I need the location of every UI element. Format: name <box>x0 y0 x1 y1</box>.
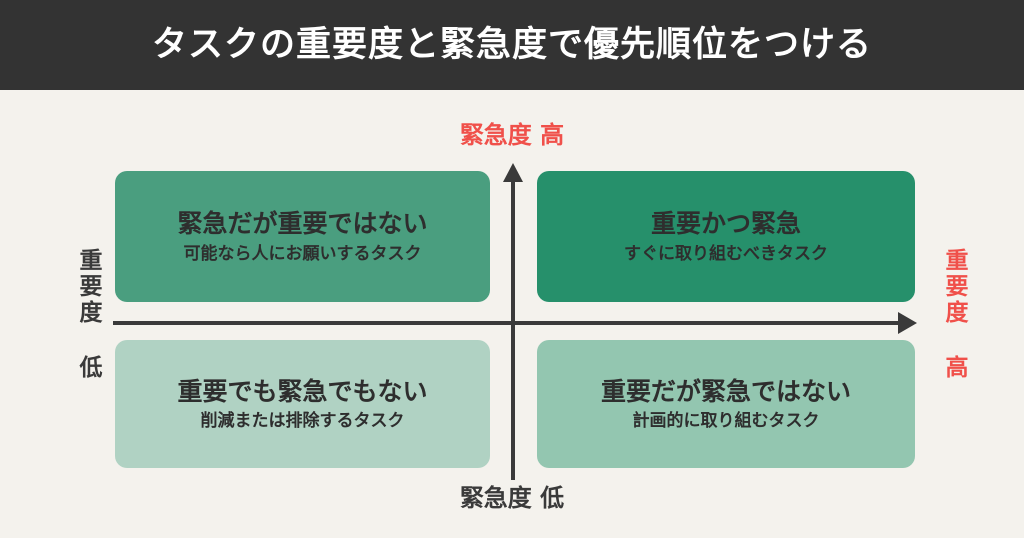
quadrant-subtitle: 削減または排除するタスク <box>200 411 405 432</box>
quadrant-title: 重要かつ緊急 <box>650 209 801 239</box>
horizontal-axis-line <box>113 321 903 325</box>
axis-label-urgency-low: 緊急度 低 <box>459 484 565 512</box>
quadrant-not-important-not-urgent: 重要でも緊急でもない 削減または排除するタスク <box>115 340 490 468</box>
axis-label-importance-high: 重要度 高 <box>941 248 967 381</box>
quadrant-title: 緊急だが重要ではない <box>177 209 428 239</box>
axis-label-urgency-high: 緊急度 高 <box>459 121 565 149</box>
arrow-up-icon <box>503 163 523 182</box>
quadrant-title: 重要でも緊急でもない <box>177 376 428 406</box>
page-header: タスクの重要度と緊急度で優先順位をつける <box>0 0 1024 90</box>
quadrant-urgent-not-important: 緊急だが重要ではない 可能なら人にお願いするタスク <box>115 171 490 302</box>
eisenhower-matrix: 緊急度 高 緊急度 低 重要度 低 重要度 高 緊急だが重要ではない 可能なら人… <box>0 90 1024 538</box>
quadrant-important-and-urgent: 重要かつ緊急 すぐに取り組むべきタスク <box>537 171 915 302</box>
quadrant-important-not-urgent: 重要だが緊急ではない 計画的に取り組むタスク <box>537 340 915 468</box>
quadrant-subtitle: 可能なら人にお願いするタスク <box>183 243 422 264</box>
quadrant-subtitle: 計画的に取り組むタスク <box>632 411 820 432</box>
quadrant-subtitle: すぐに取り組むべきタスク <box>624 243 828 264</box>
vertical-axis-line <box>511 180 515 480</box>
page-title: タスクの重要度と緊急度で優先順位をつける <box>151 24 872 65</box>
quadrant-title: 重要だが緊急ではない <box>600 376 851 406</box>
arrow-right-icon <box>898 312 917 334</box>
axis-label-importance-low: 重要度 低 <box>75 248 101 381</box>
